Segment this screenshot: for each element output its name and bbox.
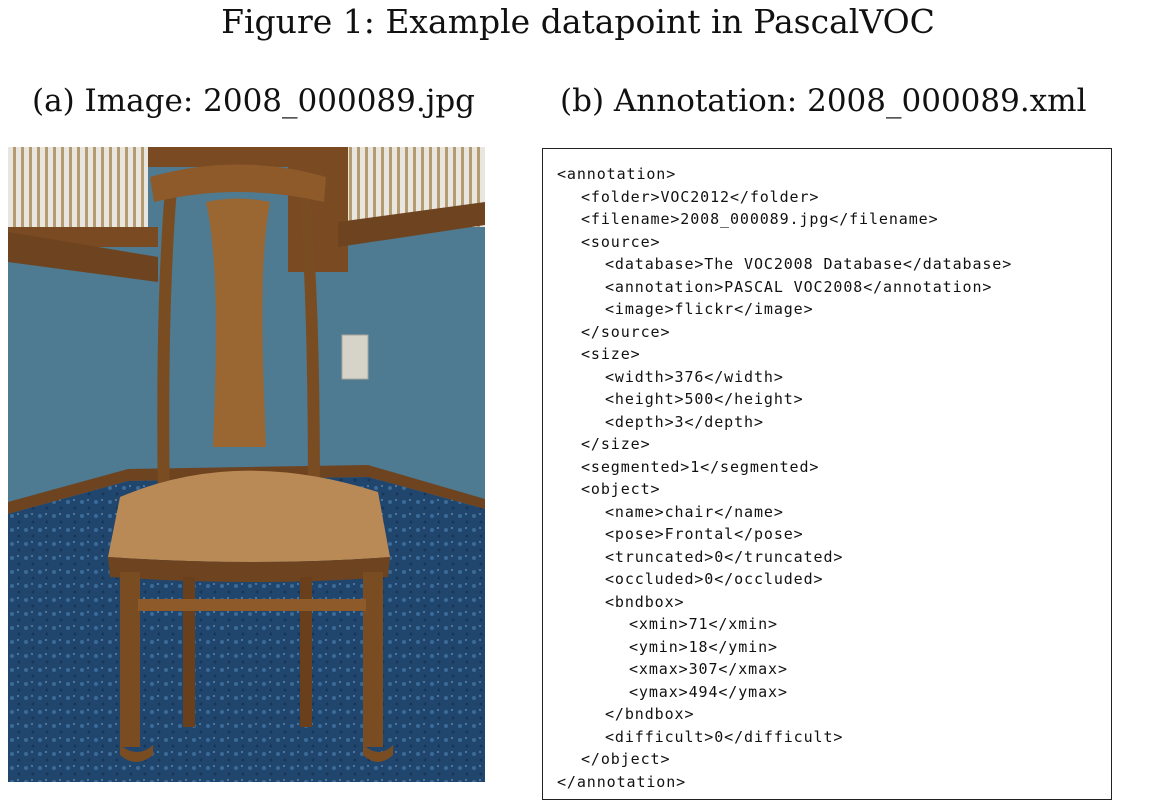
xml-line: <annotation> (557, 165, 677, 183)
xml-line: <object> (581, 480, 661, 498)
xml-line: </annotation> (557, 772, 687, 791)
annotation-xml-box: <annotation> <folder>VOC2012</folder> <fil… (542, 148, 1112, 800)
figure-title: Figure 1: Example datapoint in PascalVOC (221, 2, 935, 41)
xml-line: <name>chair</name> (605, 502, 784, 521)
xml-line: <occluded>0</occluded> (605, 570, 824, 588)
xml-line: <height>500</height> (605, 390, 804, 408)
xml-line: <size> (581, 345, 641, 363)
xml-line: <xmax>307</xmax> (629, 660, 788, 678)
xml-line: <truncated>0</truncated> (605, 547, 844, 566)
xml-line: <bndbox> (605, 592, 685, 611)
xml-line: <difficult>0</difficult> (605, 727, 844, 746)
xml-line: <filename>2008_000089.jpg</filename> (581, 210, 939, 228)
xml-line: </object> (581, 750, 671, 768)
xml-line: <source> (581, 232, 661, 251)
xml-line: <xmin>71</xmin> (629, 615, 778, 633)
xml-line: <width>376</width> (605, 367, 784, 386)
xml-line: <pose>Frontal</pose> (605, 525, 804, 543)
xml-line: <ymin>18</ymin> (629, 637, 778, 656)
xml-line: </source> (581, 322, 671, 341)
subfigure-b-caption: (b) Annotation: 2008_000089.xml (560, 83, 1087, 119)
subfigure-a-caption: (a) Image: 2008_000089.jpg (32, 83, 476, 119)
xml-line: <database>The VOC2008 Database</database… (605, 255, 1013, 273)
xml-code: <annotation> <folder>VOC2012</folder> <fil… (557, 163, 1012, 793)
xml-line: </size> (581, 435, 651, 453)
xml-line: <segmented>1</segmented> (581, 457, 820, 476)
chair-photo (8, 147, 485, 782)
xml-line: </bndbox> (605, 705, 695, 723)
xml-line: <image>flickr</image> (605, 300, 814, 318)
xml-line: <annotation>PASCAL VOC2008</annotation> (605, 277, 993, 296)
xml-line: <folder>VOC2012</folder> (581, 187, 820, 206)
xml-line: <depth>3</depth> (605, 412, 764, 431)
xml-line: <ymax>494</ymax> (629, 682, 788, 701)
